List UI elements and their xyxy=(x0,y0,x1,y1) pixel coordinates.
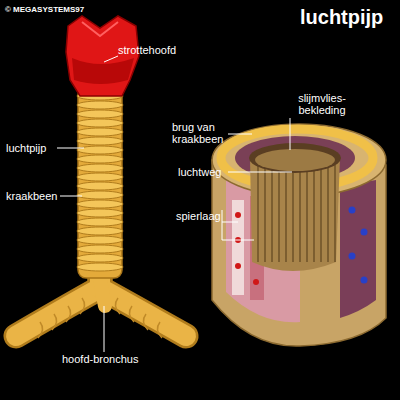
cartilage-ring xyxy=(77,236,123,244)
airway-wall xyxy=(250,158,340,271)
part-label: hoofd-bronchus xyxy=(62,353,138,365)
airway-stripe xyxy=(299,165,301,262)
part-label: luchtpijp xyxy=(6,142,46,154)
airway-opening xyxy=(249,143,341,173)
airway-stripe xyxy=(285,165,287,262)
cartilage-ring xyxy=(77,119,123,127)
airway-stripe xyxy=(334,165,336,262)
airway-stripe xyxy=(257,165,259,262)
cartilage-ring xyxy=(77,164,123,172)
cartilage-ring xyxy=(77,173,123,181)
cartilage-ring xyxy=(77,155,123,163)
part-label: kraakbeen xyxy=(6,190,57,202)
airway-stripe xyxy=(327,165,329,262)
leader-line xyxy=(290,118,291,150)
watermark: © MEGASYSTEMS97 xyxy=(5,5,84,14)
cartilage-ring xyxy=(77,146,123,154)
cartilage-ring xyxy=(77,110,123,118)
cartilage-ring xyxy=(77,128,123,136)
leader-line xyxy=(228,172,292,173)
cartilage-ring xyxy=(77,137,123,145)
airway-stripe xyxy=(278,165,280,262)
airway-stripe xyxy=(264,165,266,262)
carina xyxy=(100,280,105,306)
leader-line xyxy=(104,306,105,352)
airway-stripe xyxy=(292,165,294,262)
airway-stripe xyxy=(313,165,315,262)
cartilage-ring xyxy=(77,254,123,262)
part-label: strottehoofd xyxy=(118,44,176,56)
cartilage-ring xyxy=(77,245,123,253)
part-label: brug van kraakbeen xyxy=(172,121,228,145)
cartilage-ring xyxy=(77,200,123,208)
airway-depth xyxy=(255,149,335,171)
part-label: slijmvlies- bekleding xyxy=(290,92,354,116)
leader-line xyxy=(228,134,252,135)
cartilage-ring xyxy=(77,182,123,190)
airway-stripe xyxy=(271,165,273,262)
leader-line xyxy=(60,196,82,197)
leader-line xyxy=(57,148,84,149)
cartilage-ring xyxy=(77,101,123,109)
muscle-layer-light xyxy=(232,200,244,295)
leader-lines xyxy=(57,56,292,352)
part-label: spierlaag xyxy=(176,210,221,222)
part-label: luchtweg xyxy=(178,166,221,178)
airway-stripe xyxy=(306,165,308,262)
cartilage-ring xyxy=(77,218,123,226)
larynx xyxy=(66,16,139,96)
bronchus-rings xyxy=(38,298,162,338)
leader-line xyxy=(104,56,118,62)
blood-vessels-blue xyxy=(349,207,368,284)
title: luchtpijp xyxy=(300,6,383,28)
airway-stripe xyxy=(320,165,322,262)
cross-section xyxy=(212,124,386,346)
airway-stripes xyxy=(258,165,335,262)
back-wall xyxy=(340,180,376,318)
cartilage-ring xyxy=(77,209,123,217)
cartilage-rings xyxy=(77,92,123,271)
bracket xyxy=(222,210,254,240)
cartilage-ring xyxy=(77,263,123,271)
cartilage-ring xyxy=(77,227,123,235)
larynx-highlight xyxy=(82,22,118,36)
cartilage-ring xyxy=(77,191,123,199)
trachea-tube xyxy=(78,88,122,278)
larynx-shade xyxy=(72,58,134,84)
